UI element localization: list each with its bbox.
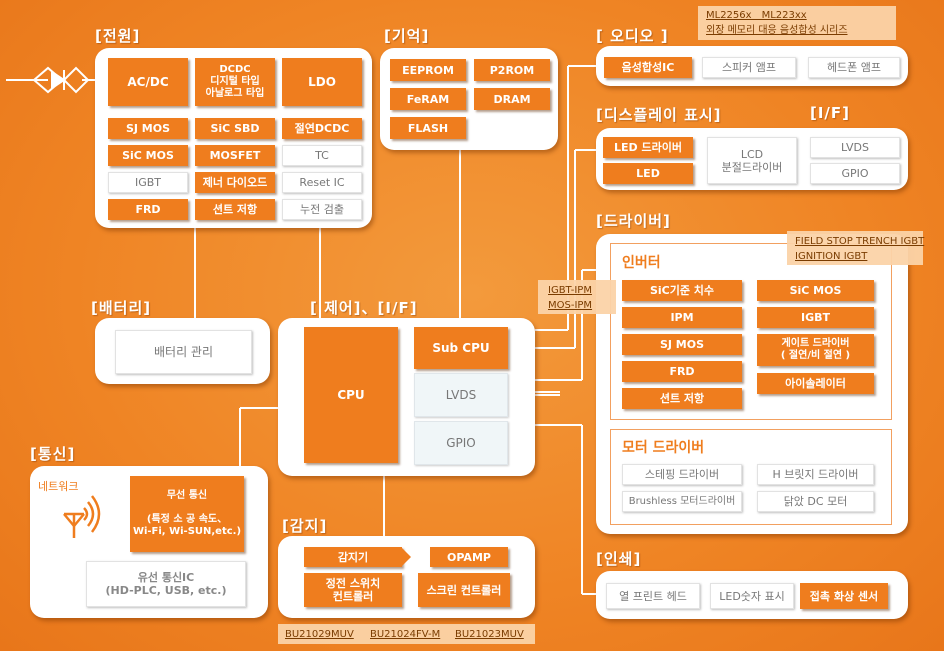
fs-igbt-note-bg bbox=[787, 231, 923, 265]
dcdc-box[interactable]: DCDC 디지털 타입 아날로그 타입 bbox=[195, 58, 275, 106]
led-box[interactable]: LED bbox=[603, 163, 693, 184]
section-title-control: [ 제어]、[I/F] bbox=[310, 299, 418, 317]
motor-driver-title: 모터 드라이버 bbox=[622, 440, 705, 456]
igbt-box[interactable]: IGBT bbox=[108, 172, 188, 193]
section-title-memory: [기억] bbox=[384, 27, 430, 45]
diode-symbol-icon bbox=[32, 66, 90, 94]
reset-ic-box[interactable]: Reset IC bbox=[282, 172, 362, 193]
isolated-dcdc-box[interactable]: 절연DCDC bbox=[282, 118, 362, 139]
contact-image-sensor-box[interactable]: 접촉 화상 센서 bbox=[800, 583, 888, 609]
igbt-ipm-link[interactable]: IGBT-IPM bbox=[548, 285, 592, 296]
audio-note-parts[interactable]: ML2256x ML223xx bbox=[706, 10, 807, 21]
driver-shunt-resistor-box[interactable]: 션트 저항 bbox=[622, 388, 742, 409]
zener-diode-box[interactable]: 제너 다이오드 bbox=[195, 172, 275, 193]
section-title-driver: [드라이버] bbox=[596, 212, 671, 230]
antenna-icon bbox=[63, 495, 101, 538]
arrow-right-icon bbox=[401, 547, 411, 567]
ipm-note-bg bbox=[538, 280, 616, 314]
ipm-box[interactable]: IPM bbox=[622, 307, 742, 328]
wireless-comm-box[interactable]: 무선 통신 (특정 소 공 속도、 Wi-Fi, Wi-SUN,etc.) bbox=[130, 476, 244, 552]
led-numeric-display-box[interactable]: LED숫자 표시 bbox=[710, 583, 794, 609]
capacitive-switch-controller-box[interactable]: 정전 스위치 컨트롤러 bbox=[304, 573, 402, 607]
led-driver-box[interactable]: LED 드라이버 bbox=[603, 137, 693, 158]
battery-management-box[interactable]: 배터리 관리 bbox=[115, 330, 252, 374]
feram-box[interactable]: FeRAM bbox=[390, 88, 466, 110]
sic-mos-box[interactable]: SiC MOS bbox=[108, 145, 188, 166]
section-title-battery: [배터리] bbox=[91, 299, 152, 317]
lcd-segment-driver-box[interactable]: LCD 분절드라이버 bbox=[707, 137, 797, 184]
field-stop-trench-igbt-link[interactable]: FIELD STOP TRENCH IGBT bbox=[795, 236, 925, 247]
speaker-amp-box[interactable]: 스피커 앰프 bbox=[702, 57, 796, 78]
display-lvds-box[interactable]: LVDS bbox=[810, 137, 900, 158]
opamp-box[interactable]: OPAMP bbox=[430, 547, 508, 567]
brushless-motor-driver-box[interactable]: Brushless 모터드라이버 bbox=[622, 491, 742, 512]
dram-box[interactable]: DRAM bbox=[474, 88, 550, 110]
headphone-amp-box[interactable]: 헤드폰 앰프 bbox=[808, 57, 900, 78]
driver-frd-box[interactable]: FRD bbox=[622, 361, 742, 382]
control-lvds-box[interactable]: LVDS bbox=[414, 373, 508, 417]
flash-box[interactable]: FLASH bbox=[390, 117, 466, 139]
shunt-resistor-box[interactable]: 션트 저항 bbox=[195, 199, 275, 220]
cpu-box[interactable]: CPU bbox=[304, 327, 398, 463]
eeprom-box[interactable]: EEPROM bbox=[390, 59, 466, 81]
mos-ipm-link[interactable]: MOS-IPM bbox=[548, 300, 593, 311]
screen-controller-box[interactable]: 스크린 컨트롤러 bbox=[418, 573, 510, 607]
section-title-sensing: [감지] bbox=[282, 517, 328, 535]
bu21029muv-link[interactable]: BU21029MUV bbox=[285, 629, 354, 640]
section-title-print: [인쇄] bbox=[596, 550, 642, 568]
sj-mos-box[interactable]: SJ MOS bbox=[108, 118, 188, 139]
frd-box[interactable]: FRD bbox=[108, 199, 188, 220]
audio-note-bg bbox=[698, 6, 896, 40]
voice-synth-ic-box[interactable]: 음성합성IC bbox=[604, 57, 692, 78]
driver-igbt-box[interactable]: IGBT bbox=[757, 307, 874, 328]
audio-note-series[interactable]: 외장 메모리 대응 음성합성 시리즈 bbox=[706, 25, 848, 36]
section-title-display: [디스플레이 표시] bbox=[596, 106, 722, 124]
sensing-parts-bg bbox=[278, 624, 535, 644]
section-title-display-if: [I/F] bbox=[810, 104, 851, 122]
acdc-box[interactable]: AC/DC bbox=[108, 58, 188, 106]
section-title-comm: [통신] bbox=[30, 445, 76, 463]
section-title-power: [전원] bbox=[95, 27, 141, 45]
leak-detection-box[interactable]: 누전 검출 bbox=[282, 199, 362, 220]
sic-sbd-box[interactable]: SiC SBD bbox=[195, 118, 275, 139]
inverter-title: 인버터 bbox=[622, 255, 661, 271]
brushed-dc-motor-box[interactable]: 닭았 DC 모터 bbox=[757, 491, 874, 512]
wired-comm-ic-box[interactable]: 유선 통신IC (HD-PLC, USB, etc.) bbox=[86, 561, 246, 607]
display-gpio-box[interactable]: GPIO bbox=[810, 163, 900, 184]
network-label: 네트워크 bbox=[38, 480, 79, 493]
tc-box[interactable]: TC bbox=[282, 145, 362, 166]
ldo-box[interactable]: LDO bbox=[282, 58, 362, 106]
gate-driver-box[interactable]: 게이트 드라이버 ( 절연/비 절연 ) bbox=[757, 334, 874, 366]
sensor-box[interactable]: 감지기 bbox=[304, 547, 402, 567]
control-gpio-box[interactable]: GPIO bbox=[414, 421, 508, 465]
ignition-igbt-link[interactable]: IGNITION IGBT bbox=[795, 251, 868, 262]
h-bridge-driver-box[interactable]: H 브릿지 드라이버 bbox=[757, 464, 874, 485]
driver-sj-mos-box[interactable]: SJ MOS bbox=[622, 334, 742, 355]
mosfet-box[interactable]: MOSFET bbox=[195, 145, 275, 166]
sic-dimension-box[interactable]: SiC기준 치수 bbox=[622, 280, 742, 301]
stepping-driver-box[interactable]: 스테핑 드라이버 bbox=[622, 464, 742, 485]
p2rom-box[interactable]: P2ROM bbox=[474, 59, 550, 81]
driver-sic-mos-box[interactable]: SiC MOS bbox=[757, 280, 874, 301]
sub-cpu-box[interactable]: Sub CPU bbox=[414, 327, 508, 369]
thermal-print-head-box[interactable]: 열 프린트 헤드 bbox=[606, 583, 700, 609]
bu21023muv-link[interactable]: BU21023MUV bbox=[455, 629, 524, 640]
isolator-box[interactable]: 아이솔레이터 bbox=[757, 373, 874, 394]
bu21024fv-m-link[interactable]: BU21024FV-M bbox=[370, 629, 441, 640]
section-title-audio: [ 오디오 ] bbox=[596, 27, 669, 45]
